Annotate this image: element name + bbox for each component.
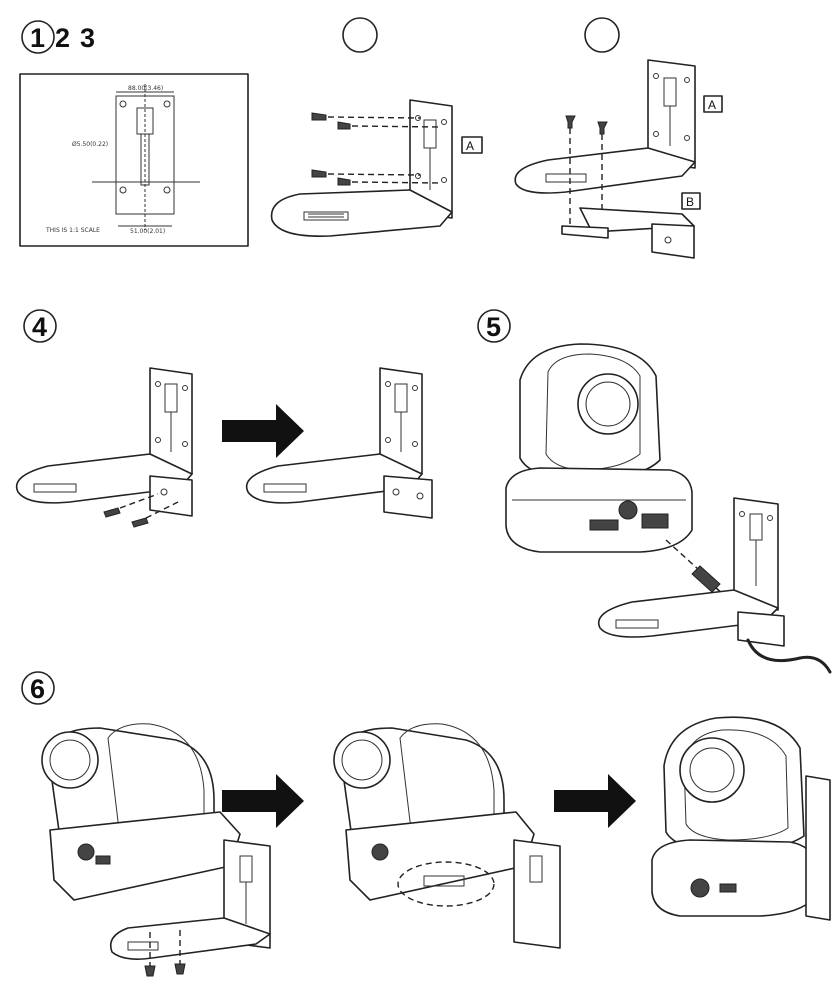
step-4-bracket-before (15, 367, 193, 528)
step-6-camera-mounted (651, 716, 831, 921)
step-5-marker: 5 (477, 309, 511, 343)
step-3-marker: 3 (80, 23, 95, 53)
svg-text:5: 5 (486, 312, 501, 342)
svg-text:1: 1 (30, 23, 45, 53)
step-3-circle (584, 17, 620, 53)
template-dim-top: 88.00(3.46) (128, 85, 163, 92)
step-5-camera-cable-assembly (505, 343, 832, 674)
screw-icon (565, 115, 576, 129)
template-dim-bottom: 51.00(2.01) (130, 228, 165, 235)
arrow-right-icon (222, 774, 304, 828)
screw-icon (103, 507, 121, 518)
step-2-marker: 2 (55, 23, 70, 53)
bracket-a-label: A (466, 139, 474, 153)
screw-icon (174, 963, 186, 975)
screw-icon (337, 121, 351, 130)
screw-icon (311, 169, 327, 178)
step-2-circle (342, 17, 378, 53)
step-6-camera-sliding (333, 723, 561, 949)
arrow-right-icon (554, 774, 636, 828)
step-6-marker: 6 (21, 671, 55, 705)
screw-icon (131, 517, 149, 528)
step-3-bracket-ab-assembly: A B (514, 59, 723, 259)
svg-text:6: 6 (30, 674, 45, 704)
svg-text:4: 4 (32, 312, 47, 342)
step-1-marker: 1 (21, 20, 55, 54)
bracket-a-label: A (708, 98, 716, 112)
step-2-bracket-a-assembly: A (270, 99, 483, 237)
mounting-template: 88.00(3.46) Ø5.50(0.22) 51.00(2.01) THIS… (19, 73, 249, 247)
screw-icon (144, 965, 156, 977)
arrow-right-icon (222, 404, 304, 458)
step-6-camera-tilted (41, 723, 271, 977)
screw-icon (337, 177, 351, 186)
bracket-b-label: B (686, 195, 694, 209)
template-dim-side: Ø5.50(0.22) (72, 141, 108, 148)
template-caption: THIS IS 1:1 SCALE (45, 227, 100, 234)
step-4-marker: 4 (23, 309, 57, 343)
step-4-bracket-after (245, 367, 433, 519)
screw-icon (311, 112, 327, 121)
screw-icon (597, 121, 608, 135)
